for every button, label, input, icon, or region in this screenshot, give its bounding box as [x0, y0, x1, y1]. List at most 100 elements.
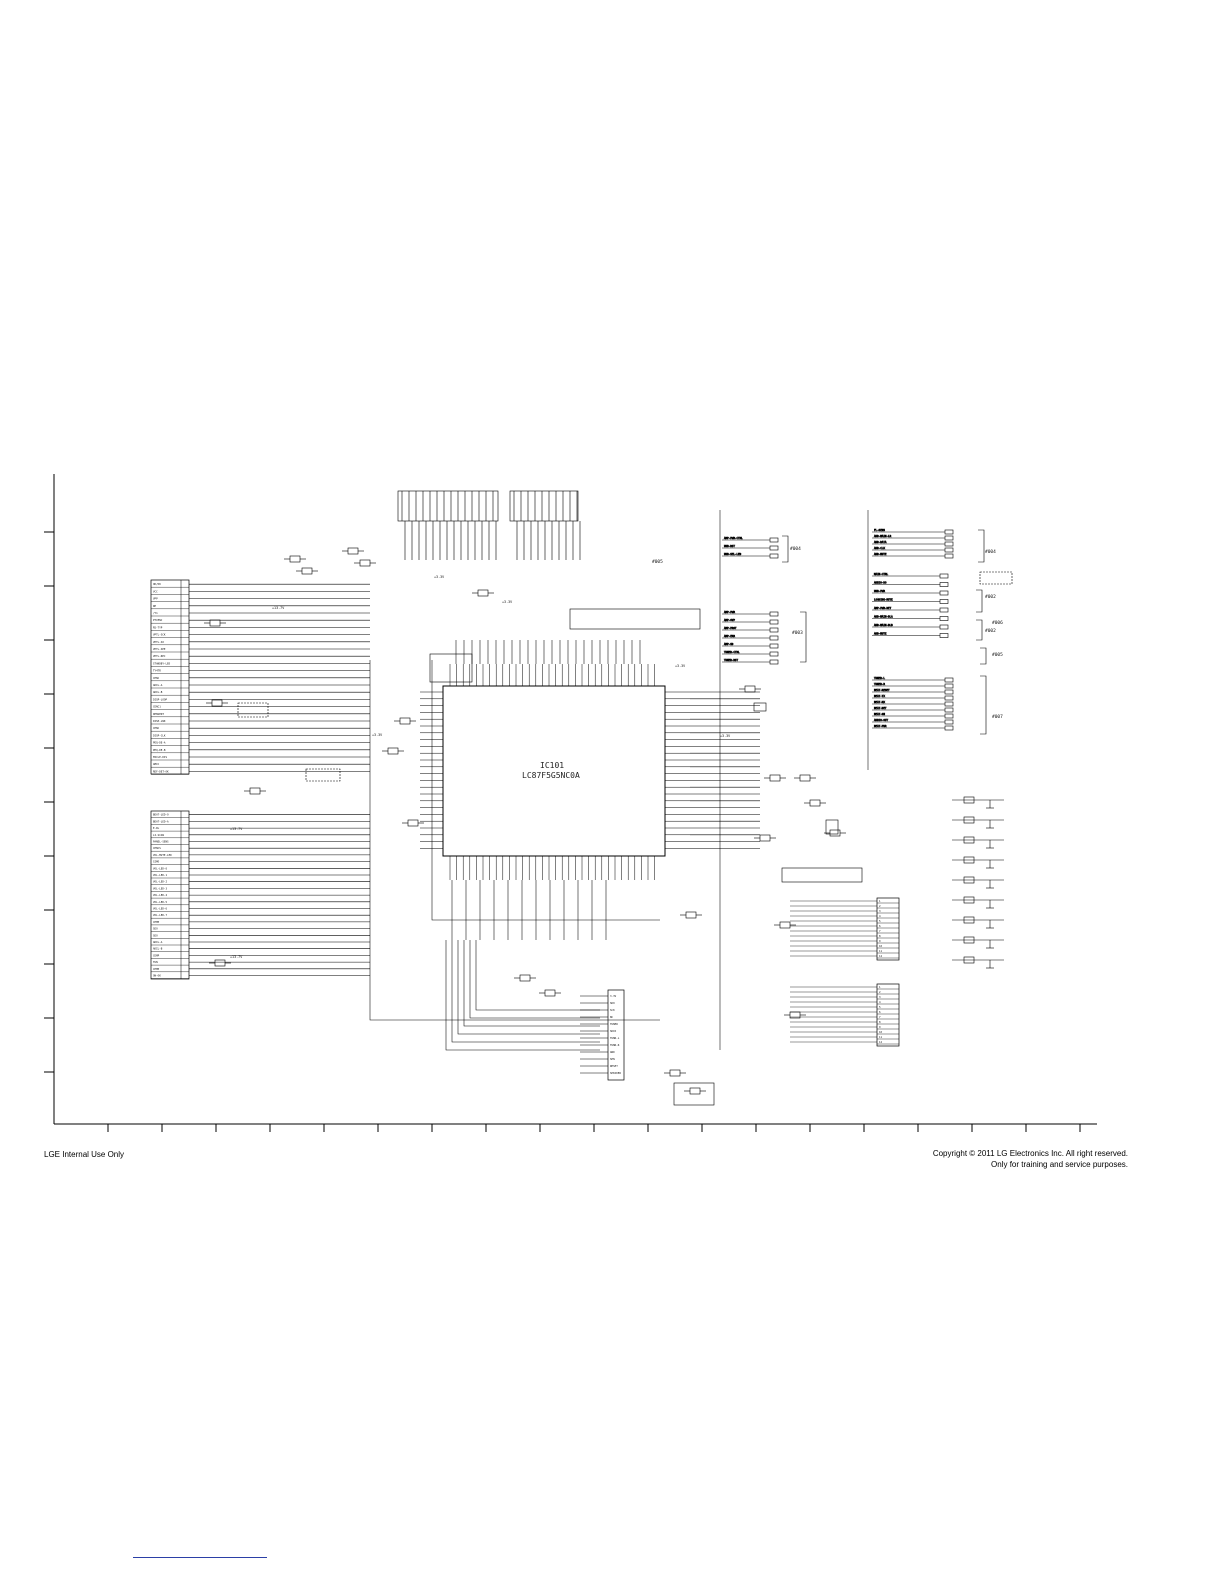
- rail-label: +3.3V: [502, 600, 512, 604]
- component-body: [544, 989, 556, 997]
- offpage-connector: [939, 616, 949, 621]
- signal-label: USB-SEL-LED: [724, 552, 742, 556]
- signal-label: BEAT-ON: [874, 712, 885, 716]
- tuner-pin-label: TUNR-R: [610, 1043, 620, 1047]
- component-body: [347, 547, 359, 555]
- connector-b-pin-label: ADIL-A: [153, 940, 163, 944]
- offpage-connector: [944, 529, 954, 535]
- connector-a-pin-label: STANDBY-LED: [153, 661, 171, 665]
- frame-ticks-left: [44, 531, 54, 1073]
- component-body: [799, 774, 811, 782]
- tuner-pin-label: RESET: [610, 1064, 618, 1068]
- rail-label: +3.3V: [675, 664, 685, 668]
- sheet-reference: #005: [652, 559, 663, 565]
- jumper: [753, 702, 767, 712]
- component-body: [249, 787, 261, 795]
- connector-b-pin-label: CEMP: [153, 953, 160, 957]
- offpage-connector: [944, 553, 954, 559]
- discrete-components: [204, 547, 846, 1106]
- connector-b-pin-label: VOL-LED-2: [153, 880, 167, 884]
- tuner-bus-trace: [457, 940, 600, 1035]
- amp-pin-number: 4: [879, 914, 881, 918]
- tuner-pin-label: SPEAKER: [610, 1071, 621, 1075]
- connector-b-pin-label: VOL-LED-5: [153, 900, 167, 904]
- signal-label: AMP-ERR: [724, 634, 735, 638]
- amp-pin-number: 2: [879, 904, 881, 908]
- sheet-reference: #004: [790, 546, 801, 552]
- left-connector-b: BEAT-LED-OBEAT-LED-AE-DLLI-SCANPANEL-SEN…: [150, 810, 190, 980]
- tuner-pin-label: GND: [610, 1050, 615, 1054]
- connector-b-pin-label: BEAT-LED-O: [153, 813, 169, 817]
- offpage-connector: [944, 713, 954, 719]
- regulator: [825, 819, 839, 835]
- amp-pin-number: 5: [879, 1005, 881, 1009]
- component-body: [769, 774, 781, 782]
- connector-a-pin-label: PEQ-DE-B: [153, 748, 166, 752]
- connector-a-pin-label: OK/OK: [153, 582, 161, 586]
- tuner-bus-trace: [469, 940, 600, 1019]
- bottom-link-underline[interactable]: [133, 1557, 267, 1558]
- amp-pin-number: 10: [879, 944, 883, 948]
- amp-pin-number: 5: [879, 919, 881, 923]
- filter-component: [963, 896, 975, 904]
- connector-a-pin-label: ADIL-B: [153, 690, 163, 694]
- amp-pin-number: 1: [879, 899, 881, 903]
- amp-pin-number: 9: [879, 1025, 881, 1029]
- connector-b-pin-label: VOL-LED-7: [153, 913, 167, 917]
- signal-label: TUNER-CTRL: [724, 650, 740, 654]
- offpage-connector: [939, 607, 949, 613]
- connector-b-pin-label: BEAT-LED-A: [153, 819, 169, 823]
- signal-label: BEAT-RESET: [874, 688, 890, 692]
- signal-label: AMP-PWR-DET: [874, 606, 892, 610]
- offpage-connector: [939, 633, 949, 638]
- component-body: [685, 911, 697, 919]
- sheet-reference: #006: [992, 620, 1003, 626]
- offpage-connector: [944, 707, 954, 713]
- filter-component: [963, 836, 975, 844]
- filter-network: [952, 796, 1004, 969]
- connector-a-pin-label: VPTL-REC: [153, 654, 166, 658]
- net-labels: +3.3V+3.3V+3.3V+3.3V+3.3V+13.7V+13.7V+13…: [230, 546, 1003, 959]
- offpage-connector: [944, 719, 954, 725]
- resistor-array: [429, 653, 473, 683]
- sheet-reference: #004: [985, 549, 996, 555]
- component-body: [829, 829, 841, 837]
- component-body: [669, 1069, 681, 1077]
- amp-pin-number: 1: [879, 985, 881, 989]
- signal-label: AUD-MUTE: [874, 552, 887, 556]
- signal-label: MAIN-CTRL: [874, 572, 888, 576]
- amp-pin-number: 3: [879, 995, 881, 999]
- offpage-connector: [939, 573, 949, 579]
- signal-label: TUNER-RST: [724, 658, 738, 662]
- component-body: [779, 921, 791, 929]
- connector-a-pin-label: TY4TR: [153, 669, 161, 673]
- component-body: [519, 974, 531, 982]
- connector-b-pin-label: VOL-LED-6: [153, 907, 167, 911]
- connector-a-pin-label: CENC: [153, 726, 160, 730]
- bracket: [782, 535, 789, 563]
- connector-a-pin-label: ADIL-A: [153, 683, 163, 687]
- tuner-bus-trace: [451, 940, 600, 1043]
- note-boxes: [237, 571, 1013, 883]
- connector-a-pin-label: RE: [153, 604, 157, 608]
- amp-pin-number: 2: [879, 990, 881, 994]
- connector-a-pin-label: /Y1: [153, 611, 158, 615]
- sheet-reference: #002: [985, 594, 996, 600]
- ic101-ref: IC101: [540, 761, 564, 770]
- connector-a-pin-label: DENSENT: [153, 712, 164, 716]
- signal-label: AUD-DATA: [874, 540, 887, 544]
- offpage-connector: [939, 590, 949, 596]
- footer-copyright-line2: Only for training and service purposes.: [991, 1160, 1128, 1169]
- filter-component: [963, 856, 975, 864]
- signal-label: AMP-SD: [724, 642, 734, 646]
- drawing-frame: [44, 474, 1097, 1132]
- sheet-reference: #002: [985, 628, 996, 634]
- frame-ticks-bottom: [107, 1124, 1081, 1132]
- rail-label: +3.3V: [372, 733, 382, 737]
- connector-a-pin-label: MICLE-DIS: [153, 755, 167, 759]
- connector-a-pin-label: VPTL-SCK: [153, 633, 166, 637]
- tuner-pin-label: SEN: [610, 1057, 615, 1061]
- connector-a-pin-label: DISP-CLK: [153, 733, 166, 737]
- ic101-part: LC87F5G5NC0A: [522, 771, 580, 780]
